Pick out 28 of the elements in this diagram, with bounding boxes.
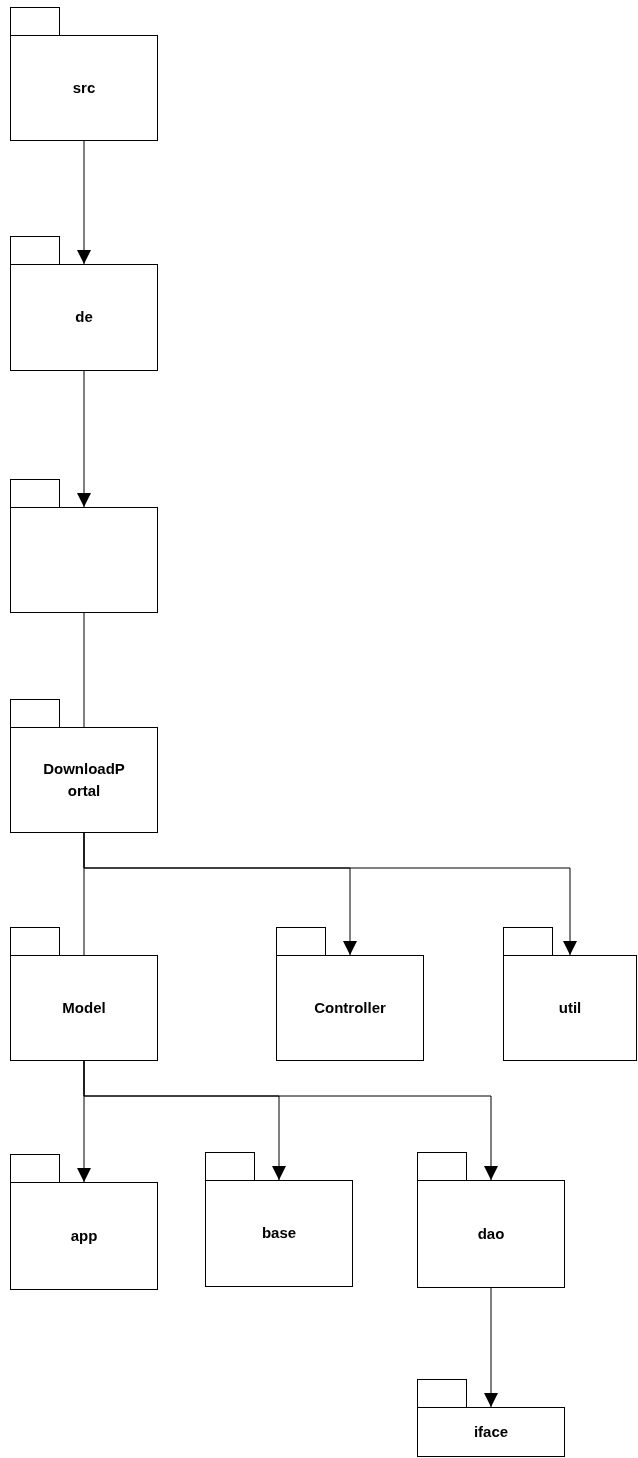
package-shape	[10, 507, 158, 613]
package-name: src	[72, 77, 96, 98]
package-name: iface	[473, 1421, 509, 1442]
package-box	[10, 955, 158, 1061]
package-box	[10, 35, 158, 141]
arrow	[77, 140, 91, 265]
package-box	[503, 955, 637, 1061]
package-name: Model	[62, 997, 106, 1018]
package-box	[10, 264, 158, 371]
package-name: dao	[477, 1223, 505, 1244]
arrow	[77, 370, 91, 508]
connector-line	[83, 612, 85, 728]
package-box	[417, 1180, 565, 1288]
package-name: util	[558, 997, 582, 1018]
package-box	[10, 1182, 158, 1290]
arrow	[484, 1287, 498, 1408]
package-name: Controller	[314, 997, 386, 1018]
package-box	[276, 955, 424, 1061]
package-name: DownloadPortal	[42, 758, 126, 801]
arrow	[83, 1060, 498, 1181]
package-name: de	[75, 307, 93, 328]
package-box	[417, 1407, 565, 1457]
package-box	[10, 727, 158, 833]
connector-line	[83, 832, 85, 956]
package-name: app	[70, 1225, 98, 1246]
arrow	[83, 832, 577, 956]
package-name: base	[261, 1223, 297, 1244]
package-box	[205, 1180, 353, 1287]
